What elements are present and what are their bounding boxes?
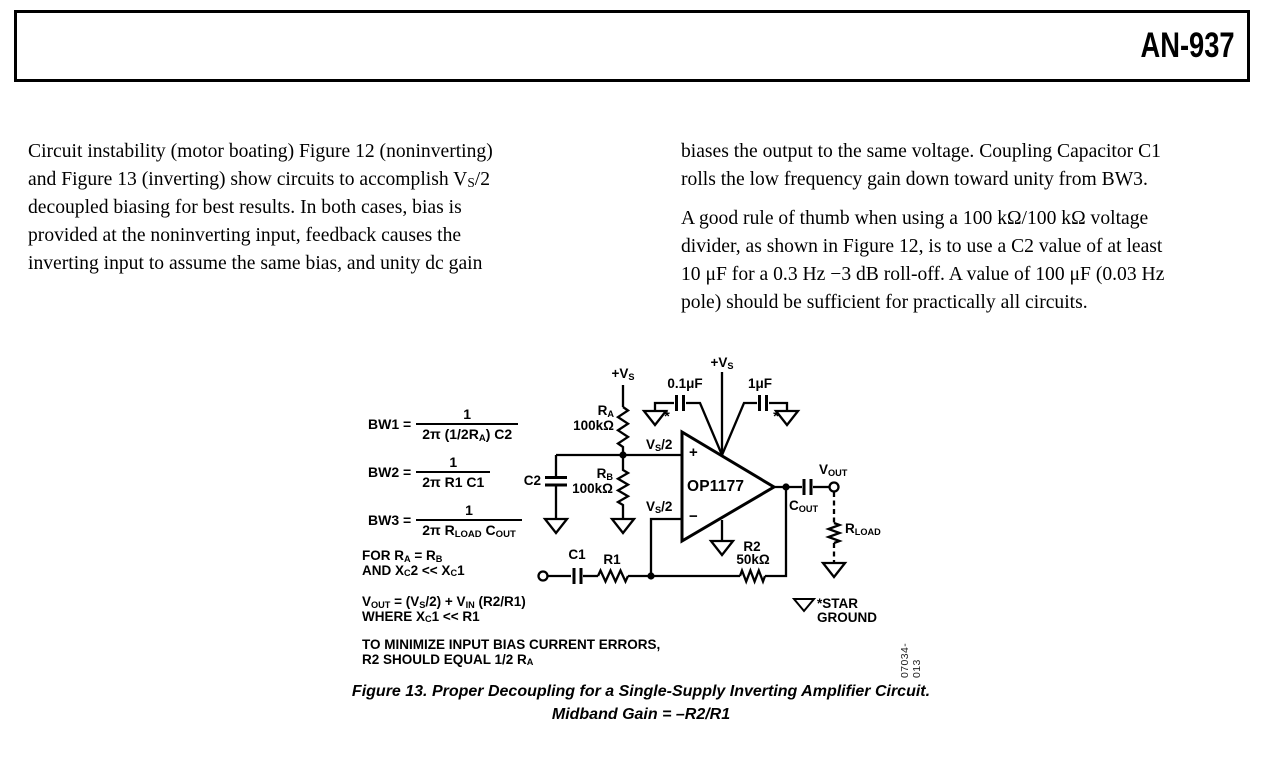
body-line: Circuit instability (motor boating) Figu… [28, 141, 493, 162]
wire-minus-input [649, 517, 682, 576]
c2-label: C2 [523, 473, 541, 488]
body-line: provided at the noninverting input, feed… [28, 224, 462, 246]
body-line: and Figure 13 (inverting) show circuits … [28, 168, 490, 191]
doc-id: AN-937 [1140, 26, 1235, 65]
junction-dot [647, 572, 655, 580]
note-line: TO MINIMIZE INPUT BIAS CURRENT ERRORS, [362, 637, 661, 652]
junction-dot [619, 451, 627, 459]
wire-cap1-left [720, 401, 757, 456]
notes-vout-equation: VOUT = (VS/2) + VIN (R2/R1) WHERE XC1 <<… [362, 594, 526, 625]
vs-left-label: +VS [611, 366, 635, 382]
body-line: inverting input to assume the same bias,… [28, 252, 483, 274]
vout-terminal [828, 481, 840, 493]
wire-cap1-right [769, 401, 789, 411]
numerator: 1 [463, 406, 472, 422]
body-line: decoupled biasing for best results. In b… [28, 196, 462, 218]
body-column-right: biases the output to the same voltage. C… [681, 138, 1164, 316]
note-line: FOR RA = RB [362, 548, 443, 564]
formula-bw3: BW3 = 1 2π RLOAD COUT [368, 502, 522, 539]
figure-number-watermark: 07034-013 [899, 642, 923, 678]
fraction: 1 2π R1 C1 [416, 454, 491, 490]
ra-label: RA [597, 403, 614, 419]
star-right-label: * [773, 408, 779, 425]
resistor-r1 [596, 567, 630, 585]
junction-dot [782, 483, 790, 491]
ground-symbol [820, 561, 848, 579]
body-line: A good rule of thumb when using a 100 kΩ… [681, 207, 1149, 229]
caption-line: Figure 13. Proper Decoupling for a Singl… [351, 683, 931, 700]
note-line: R2 SHOULD EQUAL 1/2 RA [362, 651, 534, 668]
formula-lhs: BW1 = [368, 416, 412, 433]
body-line: rolls the low frequency gain down toward… [681, 168, 1148, 190]
minus-input-label: − [689, 508, 698, 525]
wire-cap01-right [686, 401, 724, 456]
ground-symbol [708, 539, 736, 557]
star-ground-line: *STAR [817, 596, 859, 611]
paragraph: biases the output to the same voltage. C… [681, 138, 1164, 194]
body-line: 10 μF for a 0.3 Hz −3 dB roll-off. A val… [681, 263, 1165, 285]
c1-label: C1 [568, 547, 586, 562]
note-line: AND XC2 << XC1 [362, 562, 465, 579]
header-box: AN-937 [14, 10, 1250, 82]
star-ground-symbol [791, 598, 817, 613]
resistor-rb [615, 455, 631, 519]
resistor-rload [825, 521, 843, 545]
r1-label: R1 [603, 552, 621, 567]
body-column-left: Circuit instability (motor boating) Figu… [28, 138, 493, 278]
opamp-label: OP1177 [687, 478, 745, 495]
wire-cap01-left [653, 401, 674, 411]
formula-lhs: BW2 = [368, 464, 412, 481]
ground-symbol [641, 409, 669, 427]
cap-01uf-label: 0.1μF [667, 376, 703, 391]
cap-1uf-label: 1μF [747, 376, 773, 391]
figure-caption: Figure 13. Proper Decoupling for a Singl… [301, 680, 981, 726]
ground-symbol [542, 517, 570, 535]
denominator: 2π R1 C1 [416, 471, 491, 490]
cout-label: COUT [789, 498, 819, 514]
circuit-diagram [537, 372, 848, 613]
body-line: pole) should be sufficient for practical… [681, 291, 1088, 313]
r2-value-label: 50kΩ [736, 552, 770, 567]
star-ground-legend: *STAR GROUND [817, 597, 877, 625]
vout-label: VOUT [819, 462, 848, 478]
denominator: 2π RLOAD COUT [416, 519, 522, 539]
fraction: 1 2π (1/2RA) C2 [416, 406, 519, 443]
ground-symbol [773, 409, 801, 427]
star-ground-line: GROUND [817, 610, 877, 625]
rb-value-label: 100kΩ [572, 481, 613, 496]
wire-feedback-down [765, 487, 788, 578]
paragraph: A good rule of thumb when using a 100 kΩ… [681, 205, 1164, 317]
resistor-r2 [738, 567, 767, 585]
ra-value-label: 100kΩ [573, 418, 614, 433]
formula-bw1: BW1 = 1 2π (1/2RA) C2 [368, 406, 519, 443]
r2-label: R2 [743, 539, 761, 554]
vs2-plus-label: VS/2 [646, 437, 673, 453]
fraction: 1 2π RLOAD COUT [416, 502, 522, 539]
notes-bias-current: TO MINIMIZE INPUT BIAS CURRENT ERRORS, R… [362, 637, 661, 668]
opamp-triangle [680, 429, 777, 544]
rload-label: RLOAD [845, 521, 881, 537]
note-line: WHERE XC1 << R1 [362, 608, 480, 625]
caption-line: Midband Gain = –R2/R1 [551, 706, 731, 723]
rb-label: RB [596, 466, 613, 482]
ground-symbol [609, 517, 637, 535]
vs-center-label: +VS [710, 355, 734, 371]
input-terminal [537, 570, 549, 582]
body-line: divider, as shown in Figure 12, is to us… [681, 235, 1163, 257]
vs2-minus-label: VS/2 [646, 499, 673, 515]
plus-input-label: + [689, 444, 698, 461]
notes-conditions: FOR RA = RB AND XC2 << XC1 [362, 548, 465, 579]
formula-bw2: BW2 = 1 2π R1 C1 [368, 454, 491, 490]
star-left-label: * [664, 408, 670, 425]
resistor-ra [615, 406, 631, 455]
formula-lhs: BW3 = [368, 512, 412, 529]
body-line: biases the output to the same voltage. C… [681, 141, 1161, 162]
numerator: 1 [465, 502, 473, 518]
denominator: 2π (1/2RA) C2 [416, 423, 519, 443]
note-line: VOUT = (VS/2) + VIN (R2/R1) [362, 594, 526, 610]
numerator: 1 [449, 454, 458, 470]
